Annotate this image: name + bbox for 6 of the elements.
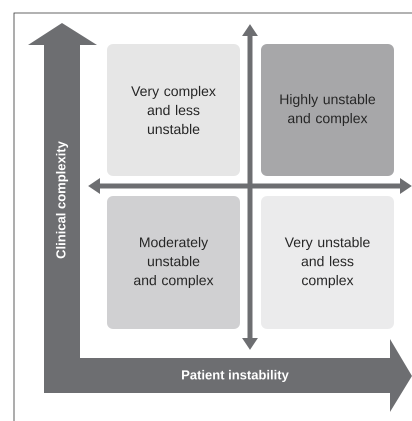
axis-label: Patient instability (182, 370, 289, 382)
quadrant-box: Highly unstable and complex (261, 44, 394, 176)
quadrant-box: Very unstable and less complex (261, 196, 394, 329)
quadrant-box: Very complex and less unstable (107, 44, 240, 176)
quadrant-box: Moderately unstable and complex (107, 196, 240, 329)
axis-label: Clinical complexity (56, 141, 68, 258)
